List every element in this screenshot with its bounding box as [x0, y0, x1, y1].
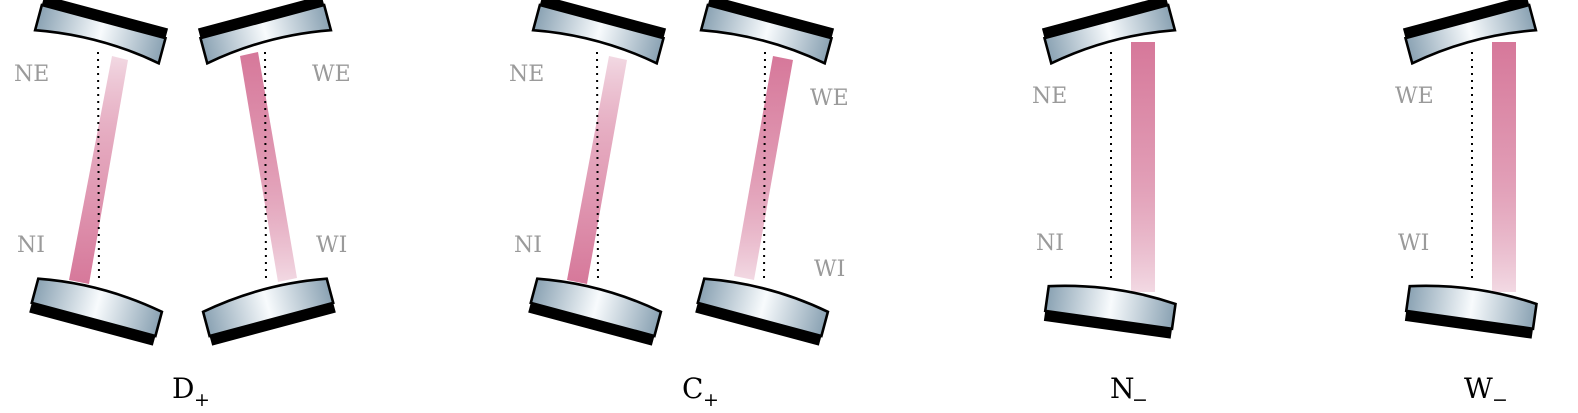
label-ne: NE — [14, 62, 49, 87]
svg-text:−: − — [1492, 389, 1508, 411]
caption-d-plus: D + — [172, 372, 210, 411]
mirror-ne — [1041, 0, 1177, 66]
panel-d-plus: NE NI WE WI D + — [14, 0, 351, 411]
cavity-north: NE NI — [509, 0, 667, 346]
label-wi: WI — [1398, 231, 1429, 256]
cavity-north: NE NI — [1032, 0, 1177, 339]
svg-text:+: + — [703, 389, 719, 411]
label-we: WE — [810, 86, 849, 111]
svg-text:C: C — [682, 372, 703, 405]
cavity-west: WE WI — [197, 0, 351, 346]
beam — [567, 56, 627, 284]
beam — [734, 56, 793, 280]
mirror-ni — [1043, 284, 1177, 339]
mirror-we — [1402, 0, 1538, 66]
svg-text:−: − — [1132, 389, 1148, 411]
label-ni: NI — [514, 233, 542, 258]
label-ne: NE — [1032, 84, 1067, 109]
label-wi: WI — [316, 233, 347, 258]
svg-text:N: N — [1110, 372, 1135, 405]
mirror-we — [197, 0, 333, 66]
caption-w-minus: W − — [1464, 372, 1508, 411]
cavity-north: NE NI — [14, 0, 169, 346]
beam — [240, 52, 297, 282]
label-we: WE — [312, 62, 351, 87]
mirror-ne — [33, 0, 169, 66]
panel-w-minus: WE WI W − — [1395, 0, 1538, 411]
mirror-ne — [531, 0, 667, 66]
caption-n-minus: N − — [1110, 372, 1148, 411]
svg-text:+: + — [194, 389, 210, 411]
svg-text:D: D — [172, 372, 194, 405]
label-ni: NI — [1036, 231, 1064, 256]
beam — [1492, 42, 1516, 292]
cavity-west: WE WI — [1395, 0, 1538, 339]
panel-c-plus: NE NI WE WI C + — [509, 0, 849, 411]
mirror-ni — [29, 277, 164, 346]
mirror-wi — [1404, 284, 1538, 339]
caption-c-plus: C + — [682, 372, 719, 411]
mirror-wi — [695, 277, 830, 346]
label-we: WE — [1395, 84, 1434, 109]
mirror-ni — [528, 277, 663, 346]
panel-n-minus: NE NI N − — [1032, 0, 1177, 411]
svg-text:W: W — [1464, 372, 1493, 405]
label-ne: NE — [509, 62, 544, 87]
label-ni: NI — [17, 233, 45, 258]
label-wi: WI — [814, 257, 845, 282]
beam — [69, 56, 128, 284]
cavity-west: WE WI — [695, 0, 849, 346]
beam — [1131, 42, 1155, 292]
mirror-we — [699, 0, 835, 66]
mirror-wi — [201, 277, 336, 346]
